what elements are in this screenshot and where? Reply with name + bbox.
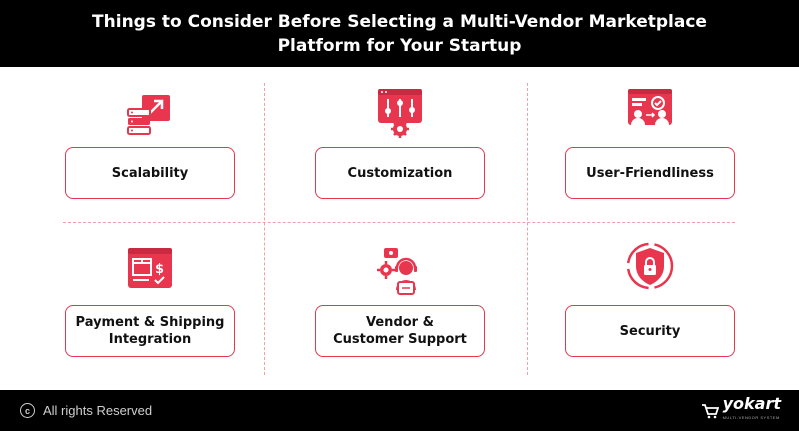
scalability-server-arrow-icon bbox=[122, 85, 178, 141]
page-title: Things to Consider Before Selecting a Mu… bbox=[92, 11, 707, 56]
security-label: Security bbox=[565, 305, 735, 357]
brand-logo: yokart MULTI-VENDOR SYSTEM bbox=[701, 393, 781, 425]
scalability-label: Scalability bbox=[65, 147, 235, 199]
brand-name: yokart bbox=[722, 393, 781, 413]
item-user-friendliness: User-Friendliness bbox=[530, 77, 770, 227]
payment-shipping-label: Payment & Shipping Integration bbox=[65, 305, 235, 357]
horizontal-divider bbox=[63, 222, 735, 223]
copyright-notice: c All rights Reserved bbox=[20, 403, 152, 418]
brand-subtitle: MULTI-VENDOR SYSTEM bbox=[722, 414, 780, 420]
copyright-icon: c bbox=[20, 403, 35, 418]
vendor-support-headset-icon bbox=[372, 242, 428, 298]
cart-icon bbox=[701, 403, 719, 418]
payment-shipping-box-dollar-icon: $ bbox=[122, 242, 178, 298]
vendor-support-label: Vendor & Customer Support bbox=[315, 305, 485, 357]
user-friendliness-label: User-Friendliness bbox=[565, 147, 735, 199]
customization-sliders-gear-icon bbox=[372, 83, 428, 139]
security-shield-lock-icon bbox=[622, 238, 678, 294]
item-payment-shipping: $ Payment & Shipping Integration bbox=[30, 232, 270, 382]
item-vendor-support: Vendor & Customer Support bbox=[280, 232, 520, 382]
vertical-divider-right bbox=[527, 83, 528, 375]
rights-text: All rights Reserved bbox=[43, 403, 153, 418]
page-footer: c All rights Reserved yokart MULTI-VENDO… bbox=[0, 390, 799, 431]
item-customization: Customization bbox=[280, 77, 520, 227]
item-scalability: Scalability bbox=[30, 77, 270, 227]
considerations-grid: Scalability Customization bbox=[0, 67, 799, 390]
svg-text:$: $ bbox=[155, 262, 164, 277]
vertical-divider-left bbox=[264, 83, 265, 375]
item-security: Security bbox=[530, 232, 770, 382]
page-header: Things to Consider Before Selecting a Mu… bbox=[0, 0, 799, 67]
customization-label: Customization bbox=[315, 147, 485, 199]
user-friendliness-screen-people-icon bbox=[622, 83, 678, 139]
